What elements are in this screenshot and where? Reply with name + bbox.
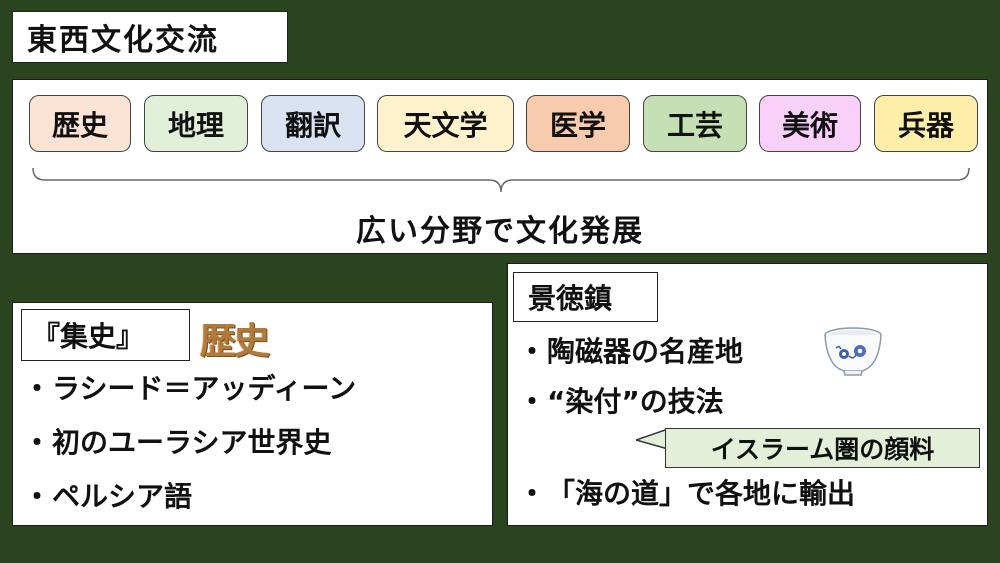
- field-chip-translation: 翻訳: [261, 95, 365, 152]
- field-chip-weapons: 兵器: [874, 95, 978, 152]
- list-item-text: ペルシア語: [52, 480, 193, 513]
- field-chip-astronomy: 天文学: [377, 95, 514, 152]
- fields-panel: 歴史 地理 翻訳 天文学 医学 工芸 美術 兵器 広い分野で文化発展: [12, 79, 988, 254]
- list-item-text: 初のユーラシア世界史: [52, 426, 332, 459]
- bullet-dot: ・: [22, 480, 51, 513]
- fields-summary: 広い分野で文化発展: [356, 214, 644, 249]
- bullet-dot: ・: [517, 477, 546, 510]
- list-item: ・初のユーラシア世界史: [22, 416, 356, 470]
- field-chip-geography: 地理: [144, 95, 248, 152]
- list-item: ・「海の道」で各地に輸出: [517, 469, 855, 519]
- list-item-text: ラシード＝アッディーン: [52, 372, 357, 405]
- bullet-dot: ・: [517, 385, 546, 418]
- list-item-text: 陶磁器の名産地: [547, 335, 744, 368]
- list-item: ・ラシード＝アッディーン: [22, 362, 356, 416]
- list-item-text: 「海の道」で各地に輸出: [547, 477, 856, 510]
- list-item: ・陶磁器の名産地: [517, 327, 743, 377]
- list-item: ・ペルシア語: [22, 470, 356, 524]
- pigment-callout: イスラーム圏の顔料: [665, 428, 980, 468]
- bullet-dot: ・: [22, 372, 51, 405]
- bullet-dot: ・: [22, 426, 51, 459]
- history-list: ・ラシード＝アッディーン ・初のユーラシア世界史 ・ペルシア語: [22, 362, 356, 524]
- jingdezhen-list: ・陶磁器の名産地 ・“染付”の技法 ・「海の道」で各地に輸出: [517, 327, 855, 510]
- history-badge: 歴史: [200, 321, 270, 362]
- brace-connector: [32, 168, 970, 193]
- field-chip-crafts: 工芸: [643, 95, 747, 152]
- field-chip-art: 美術: [759, 95, 861, 152]
- porcelain-cup-icon: [824, 327, 882, 376]
- field-chip-history: 歴史: [29, 95, 131, 152]
- field-chip-medicine: 医学: [526, 95, 630, 152]
- history-title: 『集史』: [21, 309, 190, 361]
- list-item-text: “染付”の技法: [547, 385, 724, 418]
- page-title: 東西文化交流: [12, 11, 288, 63]
- jingdezhen-title: 景徳鎮: [513, 272, 658, 322]
- list-item: ・“染付”の技法: [517, 377, 743, 427]
- bullet-dot: ・: [517, 335, 546, 368]
